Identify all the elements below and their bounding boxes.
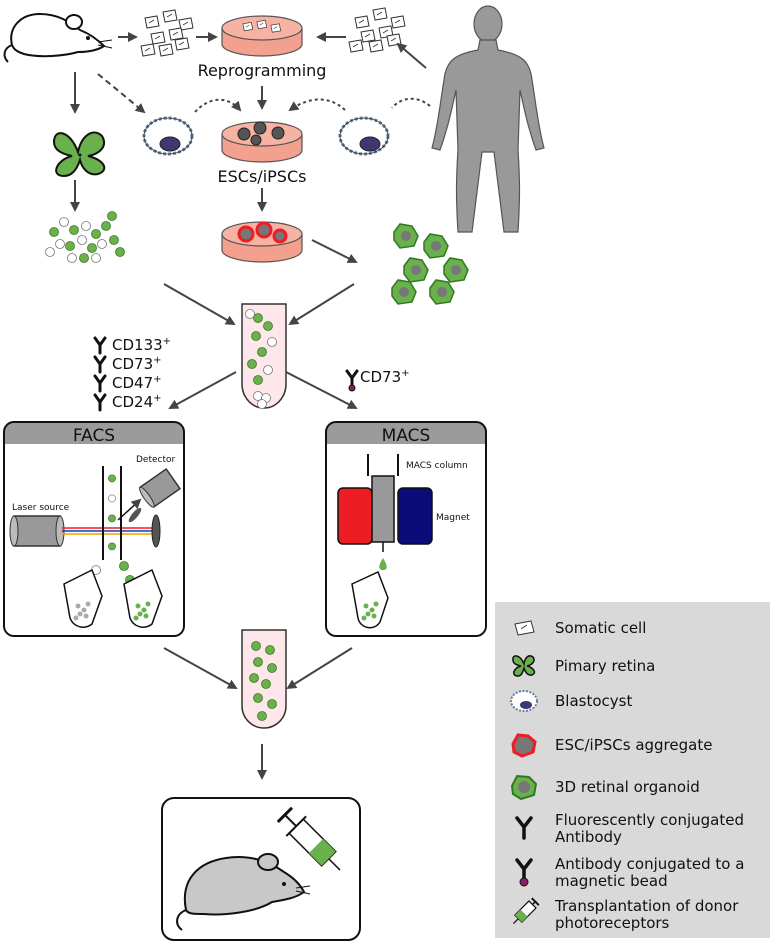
legend-panel: Somatic cell Pimary retina Blastocyst ES… [495, 602, 770, 938]
legend-label-aggregate: ESC/iPSCs aggregate [555, 736, 713, 754]
reprogramming-label: Reprogramming [198, 61, 327, 80]
syringe-icon [512, 897, 540, 925]
legend-label-organoid: 3D retinal organoid [555, 778, 700, 796]
arrow-to-organoids [311, 239, 358, 263]
retinal-organoids [391, 223, 469, 305]
facs-tube-negative [63, 568, 103, 628]
macs-title: MACS [382, 426, 431, 446]
legend-label-somatic-cell: Somatic cell [555, 619, 647, 637]
facs-panel: FACS Laser source Detector [3, 421, 185, 637]
top-arrows [70, 32, 431, 114]
donor-mouse-icon [3, 12, 113, 63]
aggregate-icon [511, 733, 537, 758]
arrow-facs-to-tube [163, 647, 238, 689]
marker-cd133: CD133+ [112, 336, 171, 354]
facs-tube-positive [123, 568, 163, 628]
arrow-to-facs [168, 371, 237, 409]
organoid-icon [510, 774, 538, 801]
macs-panel: MACS MACS column Magnet [325, 421, 487, 637]
magnet-blue [397, 487, 433, 545]
macs-column-label: MACS column [406, 461, 468, 471]
blastocyst-left-icon [142, 116, 194, 156]
arrow-cells-to-tube [163, 283, 236, 325]
marker-cd47: CD47+ [112, 374, 162, 392]
escs-ipscs-label: ESCs/iPSCs [218, 167, 307, 186]
primary-retina-icon [52, 131, 106, 178]
facs-markers: CD133+ CD73+ CD47+ CD24+ [93, 336, 171, 412]
drop-icon [379, 558, 387, 570]
human-silhouette-icon [431, 5, 545, 233]
syringe-icon [276, 806, 341, 871]
arrow-organoids-to-tube [288, 283, 355, 326]
legend-label-syringe: Transplantation of donor photoreceptors [555, 897, 739, 932]
somatic-cells-mouse [140, 9, 194, 57]
magnet-label: Magnet [436, 513, 470, 523]
blastocyst-icon [510, 690, 538, 712]
recipient-mouse-icon [176, 853, 311, 931]
magnetic-antibody-icon [515, 858, 533, 887]
somatic-cells-human [348, 7, 406, 53]
dissociated-retina-cells [45, 211, 125, 263]
macs-collection-tube [351, 570, 389, 629]
magnet-red [337, 487, 373, 545]
primary-retina-icon [512, 655, 536, 677]
detector-icon [138, 467, 182, 509]
marker-cd73: CD73+ [112, 355, 162, 373]
laser-source-label: Laser source [12, 503, 70, 513]
transplant-panel [161, 797, 361, 941]
marker-cd24: CD24+ [112, 393, 162, 411]
arrow-to-macs [285, 371, 358, 409]
reprogramming-dish-icon [221, 15, 303, 57]
detector-label: Detector [136, 455, 176, 465]
macs-marker: CD73+ [345, 368, 410, 392]
legend-label-primary-retina: Pimary retina [555, 657, 656, 675]
blastocyst-right-icon [338, 116, 390, 156]
facs-title: FACS [73, 426, 115, 446]
macs-column-icon [367, 454, 399, 552]
antibody-icon [515, 816, 533, 840]
cell-suspension-tube [241, 303, 287, 409]
laser-source-icon [9, 515, 65, 547]
arrow-macs-to-tube [286, 647, 353, 690]
aggregate-dish-icon [221, 221, 303, 263]
esc-dish-icon [221, 121, 303, 163]
marker-macs-cd73: CD73+ [360, 368, 410, 386]
legend-label-magnetic-antibody: Antibody conjugated to a magnetic bead [555, 855, 745, 890]
legend-label-blastocyst: Blastocyst [555, 692, 633, 710]
legend-label-antibody: Fluorescently conjugated Antibody [555, 811, 744, 846]
somatic-cell-icon [514, 620, 535, 636]
sorted-cells-tube [241, 629, 287, 729]
